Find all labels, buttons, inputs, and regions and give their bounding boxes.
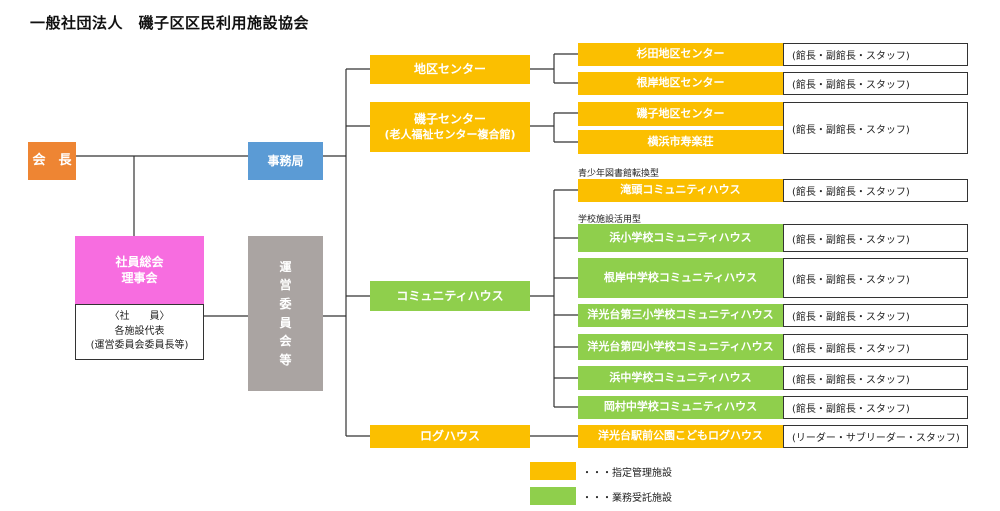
facility-yokodai-3: 洋光台第三小学校コミュニティハウス	[578, 304, 783, 327]
staff-negishi: (館長・副館長・スタッフ)	[783, 72, 968, 95]
committee-char-4: 員	[279, 315, 292, 330]
board-members-box: 〈社 員〉 各施設代表 (運営委員会委員長等)	[75, 304, 204, 360]
category-district-center: 地区センター	[370, 55, 530, 84]
staff-label: (リーダー・サブリーダー・スタッフ)	[792, 433, 960, 444]
board-members-line1: 〈社 員〉	[109, 311, 170, 323]
staff-label: (館長・副館長・スタッフ)	[792, 404, 910, 415]
staff-label: (館長・副館長・スタッフ)	[792, 124, 910, 136]
facility-hama-junior: 浜中学校コミュニティハウス	[578, 366, 783, 390]
facility-name: 根岸地区センター	[636, 76, 725, 90]
facility-name: 磯子地区センター	[636, 106, 725, 120]
facility-name: 横浜市寿楽荘	[647, 134, 714, 148]
committee-char-5: 会	[279, 334, 292, 349]
facility-name: 洋光台第三小学校コミュニティハウス	[587, 308, 774, 322]
category-community-label: コミュニティハウス	[396, 288, 504, 303]
board-title-line2: 理事会	[121, 271, 158, 285]
category-loghouse: ログハウス	[370, 425, 530, 448]
staff-takigashira: (館長・副館長・スタッフ)	[783, 179, 968, 202]
facility-name: 岡村中学校コミュニティハウス	[603, 400, 758, 414]
staff-negishi-junior: (館長・副館長・スタッフ)	[783, 258, 968, 298]
category-isogo-line2: (老人福祉センター複合館)	[384, 127, 516, 141]
facility-name: 滝頭コミュニティハウス	[620, 183, 741, 197]
legend-contracted-swatch	[530, 487, 576, 505]
staff-sugita: (館長・副館長・スタッフ)	[783, 43, 968, 66]
staff-isogo-group: (館長・副館長・スタッフ)	[783, 102, 968, 154]
legend-designated-swatch	[530, 462, 576, 480]
staff-label: (館長・副館長・スタッフ)	[792, 51, 910, 62]
legend-designated-label: ・・・指定管理施設	[582, 468, 672, 479]
facility-hama-elementary: 浜小学校コミュニティハウス	[578, 224, 783, 252]
note-school-type: 学校施設活用型	[578, 215, 642, 225]
facility-yokodai-loghouse: 洋光台駅前公園こどもログハウス	[578, 425, 783, 448]
chairman-box: 会 長	[28, 142, 76, 180]
staff-yokodai-4: (館長・副館長・スタッフ)	[783, 334, 968, 360]
facility-name: 杉田地区センター	[636, 47, 725, 61]
category-isogo-line1: 磯子センター	[413, 112, 486, 127]
secretariat-box: 事務局	[248, 142, 323, 180]
secretariat-label: 事務局	[267, 153, 304, 168]
category-community-house: コミュニティハウス	[370, 281, 530, 311]
facility-name: 根岸中学校コミュニティハウス	[603, 270, 758, 284]
staff-label: (館長・副館長・スタッフ)	[792, 343, 910, 355]
category-district-label: 地区センター	[413, 62, 486, 77]
staff-label: (館長・副館長・スタッフ)	[792, 274, 910, 286]
facility-name: 洋光台駅前公園こどもログハウス	[598, 429, 763, 443]
facility-negishi-junior: 根岸中学校コミュニティハウス	[578, 258, 783, 298]
committee-box: 運 営 委 員 会 等	[248, 236, 323, 391]
staff-hama-elementary: (館長・副館長・スタッフ)	[783, 224, 968, 252]
facility-name: 浜中学校コミュニティハウス	[609, 370, 752, 384]
staff-label: (館長・副館長・スタッフ)	[792, 234, 910, 246]
chairman-label: 会 長	[32, 153, 72, 169]
facility-isogo-district: 磯子地区センター	[578, 102, 783, 126]
facility-negishi: 根岸地区センター	[578, 72, 783, 95]
facility-name: 洋光台第四小学校コミュニティハウス	[587, 339, 774, 353]
board-box: 社員総会 理事会	[75, 236, 204, 304]
board-members-line2: 各施設代表	[114, 325, 165, 337]
category-loghouse-label: ログハウス	[419, 429, 480, 444]
committee-char-6: 等	[279, 352, 292, 367]
staff-label: (館長・副館長・スタッフ)	[792, 187, 910, 198]
board-title-line1: 社員総会	[115, 254, 164, 269]
staff-okamura-junior: (館長・副館長・スタッフ)	[783, 396, 968, 419]
staff-label: (館長・副館長・スタッフ)	[792, 374, 910, 386]
staff-label: (館長・副館長・スタッフ)	[792, 80, 910, 91]
staff-label: (館長・副館長・スタッフ)	[792, 312, 910, 323]
committee-char-3: 委	[279, 296, 292, 311]
legend-contracted-label: ・・・業務受託施設	[582, 493, 672, 504]
committee-char-1: 運	[279, 259, 292, 274]
note-library-type: 青少年図書館転換型	[578, 169, 660, 179]
facility-yokodai-4: 洋光台第四小学校コミュニティハウス	[578, 334, 783, 360]
staff-yokodai-3: (館長・副館長・スタッフ)	[783, 304, 968, 327]
committee-char-2: 営	[279, 278, 292, 293]
staff-yokodai-loghouse: (リーダー・サブリーダー・スタッフ)	[783, 425, 968, 448]
facility-okamura-junior: 岡村中学校コミュニティハウス	[578, 396, 783, 419]
page-title: 一般社団法人 磯子区区民利用施設協会	[30, 14, 310, 32]
facility-jurakuso: 横浜市寿楽荘	[578, 130, 783, 154]
facility-takigashira: 滝頭コミュニティハウス	[578, 179, 783, 202]
category-isogo-center: 磯子センター (老人福祉センター複合館)	[370, 102, 530, 152]
staff-hama-junior: (館長・副館長・スタッフ)	[783, 366, 968, 390]
facility-sugita: 杉田地区センター	[578, 43, 783, 66]
board-members-line3: (運営委員会委員長等)	[90, 340, 189, 352]
facility-name: 浜小学校コミュニティハウス	[609, 230, 752, 244]
